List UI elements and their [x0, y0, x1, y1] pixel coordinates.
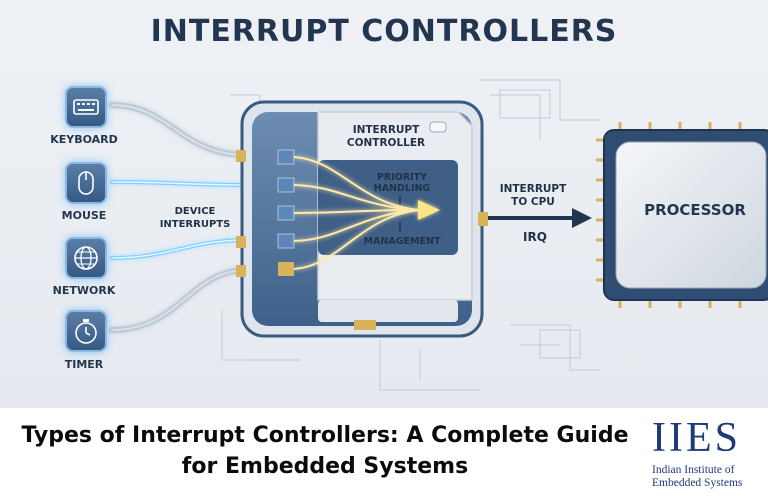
stopwatch-icon	[65, 310, 107, 352]
circuit-decoration	[221, 79, 600, 391]
logo-line-1: Indian Institute of	[652, 464, 735, 476]
device-wires	[109, 102, 250, 333]
globe-icon	[65, 237, 107, 279]
device-label-network: NETWORK	[52, 284, 116, 297]
controller-title: INTERRUPT CONTROLLER	[346, 124, 426, 149]
management-label: MANAGEMENT	[363, 236, 441, 247]
diagram-graphics	[109, 79, 768, 391]
mouse-icon	[65, 162, 107, 204]
interrupt-to-cpu-label: INTERRUPT TO CPU	[499, 183, 567, 208]
priority-handling-label: PRIORITY HANDLING	[373, 172, 431, 194]
device-label-timer: TIMER	[64, 358, 104, 371]
irq-label: IRQ	[523, 230, 547, 244]
logo-subtitle: Indian Institute of Embedded Systems	[652, 464, 768, 490]
iies-logo: IIES	[652, 415, 741, 461]
device-label-mouse: MOUSE	[61, 209, 107, 222]
keyboard-icon	[65, 86, 107, 128]
processor-chip	[596, 122, 768, 308]
merge-arrowhead	[418, 200, 440, 220]
caption-line-1: Types of Interrupt Controllers: A Comple…	[21, 423, 629, 448]
footer-banner: Types of Interrupt Controllers: A Comple…	[0, 408, 768, 500]
diagram-title: INTERRUPT CONTROLLERS	[150, 14, 618, 49]
converging-streams	[293, 156, 421, 270]
device-interrupts-label: DEVICE INTERRUPTS	[159, 206, 231, 230]
processor-label: PROCESSOR	[644, 201, 746, 219]
caption-line-2: for Embedded Systems	[181, 454, 469, 479]
processor-pins	[596, 122, 742, 308]
device-label-keyboard: KEYBOARD	[50, 133, 118, 146]
diagram-stage: INTERRUPT CONTROLLERS	[0, 0, 768, 408]
logo-line-2: Embedded Systems	[652, 477, 743, 489]
irq-arrow	[488, 208, 592, 228]
caption: Types of Interrupt Controllers: A Comple…	[0, 420, 650, 482]
